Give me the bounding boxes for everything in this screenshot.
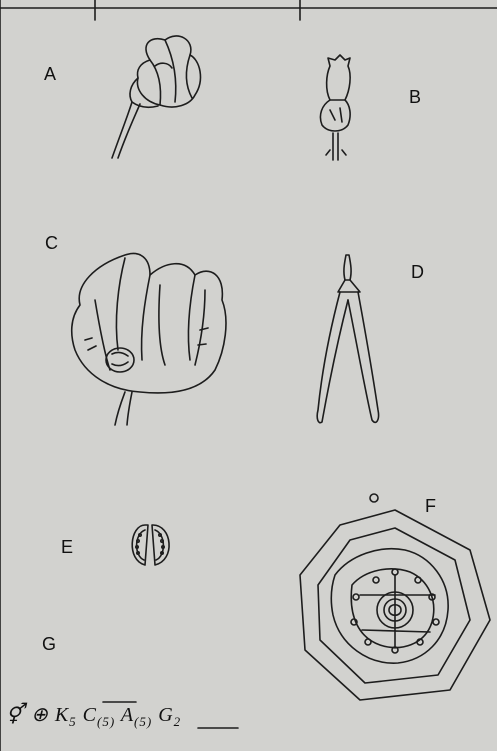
label-g: G — [42, 634, 56, 655]
bisexual-symbol: ⚥ — [6, 704, 25, 726]
gynoecium-count: 2 — [174, 714, 182, 729]
label-d: D — [411, 262, 424, 283]
label-f: F — [425, 496, 436, 517]
corolla-symbol: C — [83, 704, 97, 726]
drawing-d-pistil — [317, 255, 378, 423]
androecium-symbol: A — [121, 704, 134, 726]
floral-formula: ⚥ ⊕ K5 C(5) A(5) G2 — [6, 702, 181, 730]
drawing-g-floral-diagram — [300, 510, 490, 700]
label-a: A — [44, 64, 56, 85]
corolla-count: (5) — [97, 714, 115, 729]
androecium-count: (5) — [134, 714, 152, 729]
label-b: B — [409, 87, 421, 108]
drawing-c-flower-section — [72, 254, 226, 425]
drawing-f-marker — [370, 494, 378, 502]
label-c: C — [45, 233, 58, 254]
drawing-a-bud — [112, 36, 200, 158]
drawing-b-small-bud — [320, 55, 350, 160]
calyx-symbol: K — [55, 704, 69, 726]
gynoecium-symbol: G — [158, 704, 173, 726]
label-e: E — [61, 537, 73, 558]
actinomorphic-symbol: ⊕ — [31, 704, 49, 726]
drawing-e-ovary-section — [132, 525, 169, 565]
calyx-count: 5 — [69, 714, 77, 729]
